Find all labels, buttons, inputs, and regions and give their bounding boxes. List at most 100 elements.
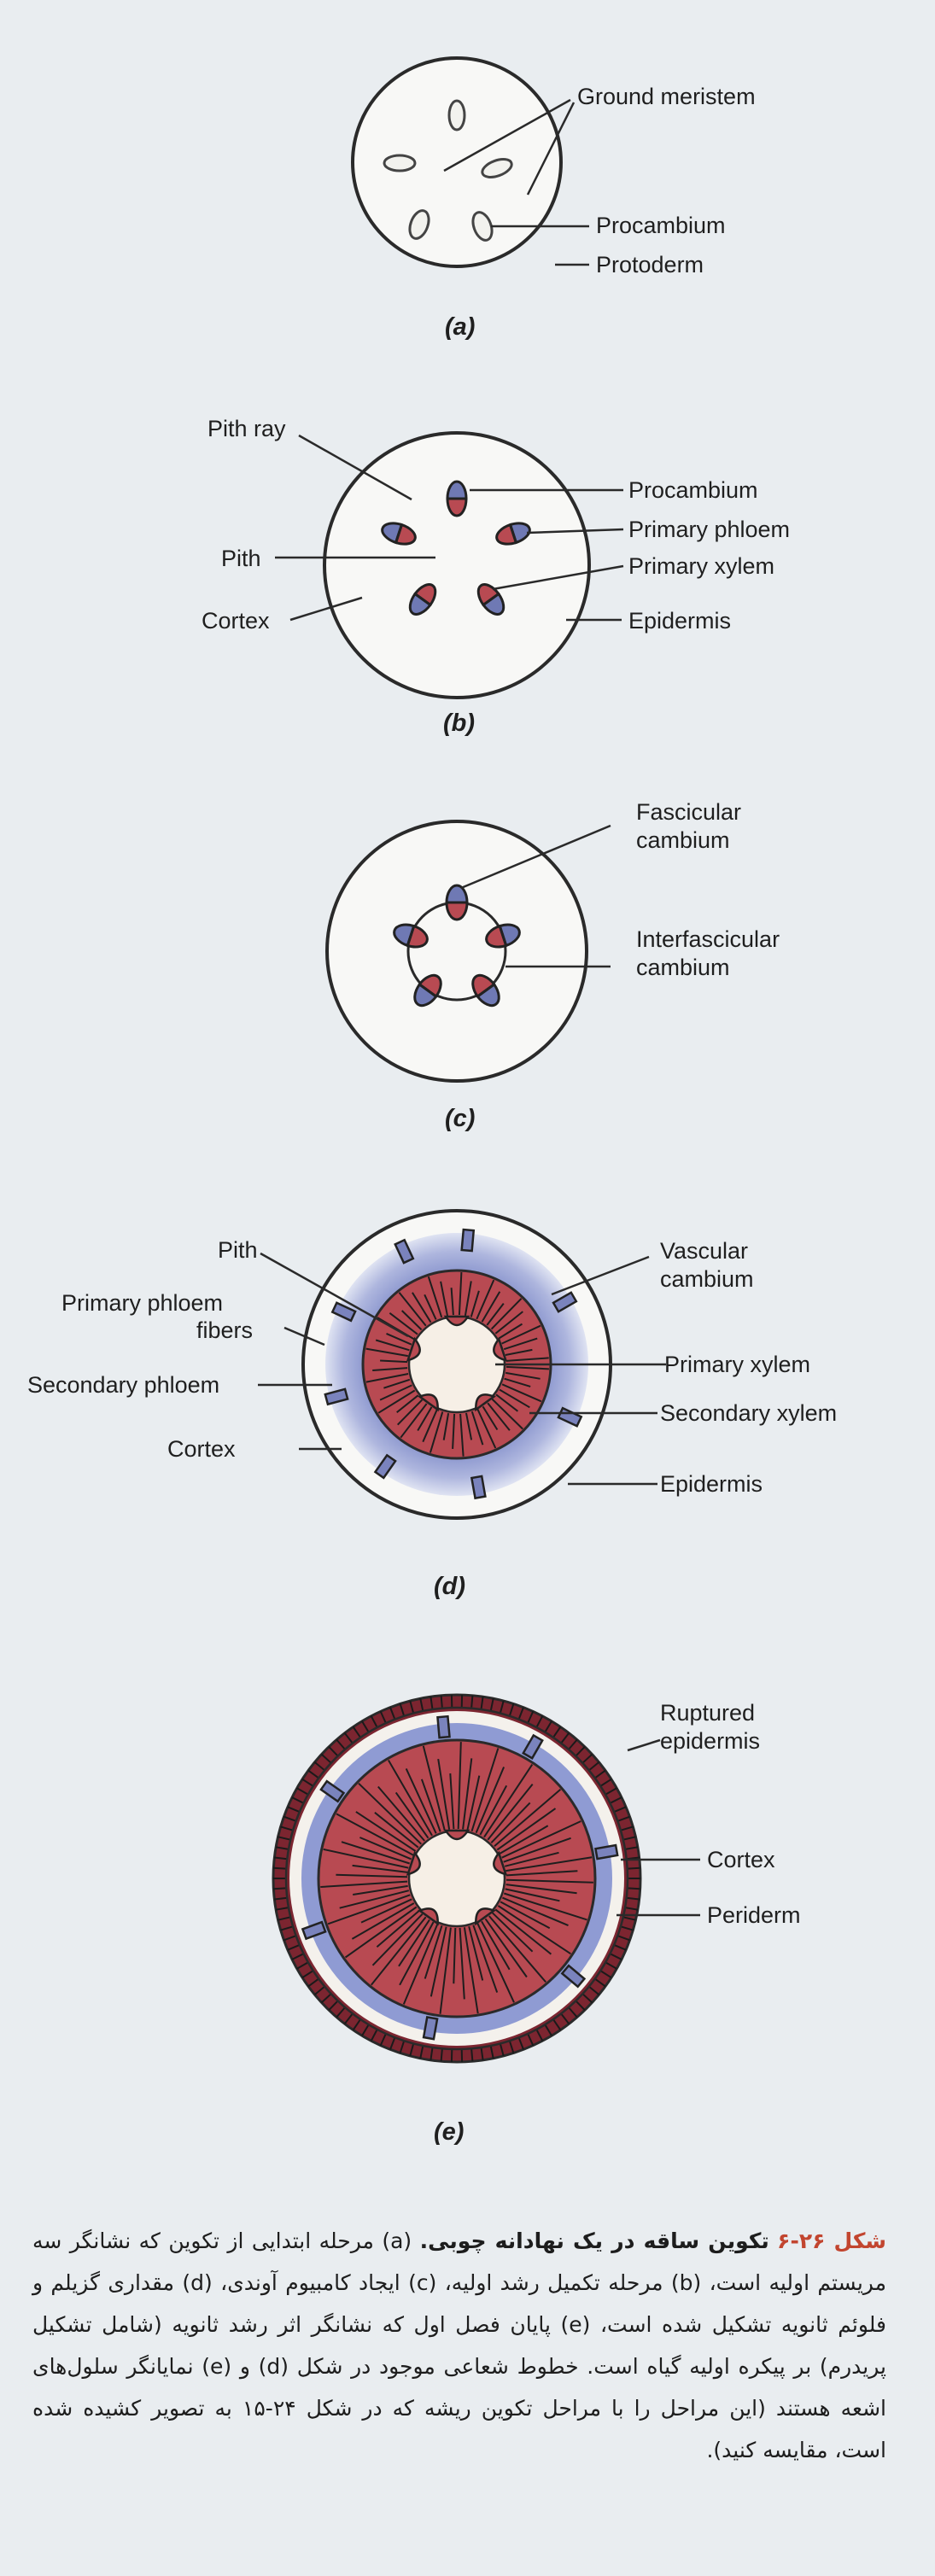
ray-line [498,1323,523,1340]
ray-line [386,1332,412,1346]
epidermis-tick [409,2043,415,2057]
epidermis-tick [517,2037,524,2050]
epidermis-tick [622,1836,636,1841]
ray-line [470,1748,500,1832]
ray-line [501,1383,542,1403]
ray-lines [365,1272,549,1457]
primary-phloem-fibers [301,1714,619,2041]
ray-line [405,1767,437,1834]
label-primary-phloem-fibers: Primary phloem [61,1290,223,1316]
ray-line [505,1870,578,1877]
epidermis-tick [517,1707,524,1720]
primary-xylem-patch [406,1336,421,1362]
ray-line [501,1324,541,1345]
ray-line [396,1399,424,1426]
ray-line [479,1785,508,1836]
ray-line [459,1413,465,1457]
epidermis-tick [320,1753,332,1764]
label-secondary-phloem: Secondary phloem [27,1372,219,1398]
ray-line [504,1377,531,1387]
phloem-fiber-cap [394,1238,415,1265]
ray-line [481,1291,501,1323]
stem-outline [351,56,563,268]
periderm [284,1706,629,2051]
epidermis-tick [370,2029,378,2042]
panel-a: Ground meristem Procambium Protoderm (a) [351,56,756,341]
primary-xylem-patch [475,1393,496,1412]
ray-line [503,1837,571,1863]
ray-line [491,1398,523,1430]
ray-line [501,1820,581,1859]
ray-line [505,1357,549,1362]
vascular-bundle [495,522,531,546]
vascular-bundle [445,884,469,921]
vascular-bundle [471,973,500,1008]
label-interfascicular-cambium: cambium [636,955,730,980]
epidermis-tick [499,1700,505,1714]
epidermis-tick [594,1769,606,1779]
ray-line [327,1894,411,1925]
phloem-fiber-cap [436,1714,451,1739]
ray-line [495,1393,519,1412]
ray-line [505,1884,577,1895]
epidermis-tick [620,1925,634,1931]
epidermis-tick [610,1796,622,1804]
ray-line [420,1779,441,1832]
epidermis-tick [588,1761,600,1772]
phloem-fiber-cap [552,1291,578,1313]
epidermis-tick [552,1726,562,1738]
procambium-strands [383,99,513,242]
ray-line [505,1371,541,1380]
ray-line [355,1811,417,1852]
epidermis-tick [588,1985,600,1995]
ray-line [484,1918,528,1978]
epidermis-tick [320,1993,332,2004]
panel-caption-a: (a) [445,313,475,341]
vascular-bundle [408,583,437,616]
label-fascicular: Fascicular [636,799,741,825]
label-fascicular-cambium: cambium [636,827,730,853]
ray-line [339,1890,410,1909]
ray-line [458,1272,463,1316]
panel-caption-c: (c) [445,1105,475,1132]
epidermis-tick [568,1738,578,1750]
phloem-fiber-cap [460,1228,476,1253]
epidermis-tick [627,1887,640,1890]
epidermis-tick [307,1769,319,1779]
epidermis-tick [399,1703,406,1717]
epidermis-tick [419,1698,424,1712]
vascular-bundle [393,923,429,949]
label-ruptured-epidermis: Ruptured [660,1700,755,1726]
epidermis-tick [599,1778,612,1787]
ray-line [400,1403,428,1439]
epidermis-tick [575,2000,586,2011]
ray-line [424,1294,437,1320]
ray-line [336,1813,414,1856]
ray-line [487,1402,511,1431]
epidermis-tick [273,1866,287,1870]
epidermis-tick [283,1815,296,1822]
ray-line [376,1910,420,1948]
label-primary-phloem-fibers-2: fibers [196,1317,253,1343]
figure-number: شکل ۲۶-۶ [777,2228,886,2253]
label-pith: Pith [221,546,261,571]
vascular-bundles [393,884,521,1008]
ray-line [320,1880,408,1888]
epidermis-tick [273,1887,287,1890]
ray-line [505,1365,549,1370]
primary-xylem-patch [475,1907,496,1926]
ray-line [412,1292,432,1323]
ray-line [424,1925,443,1979]
epidermis-tick [560,2012,570,2024]
epidermis-tick [280,1925,294,1931]
ray-line [488,1915,546,1983]
epidermis-tick [508,2040,515,2053]
ray-line [466,1775,481,1831]
panel-d: Pith Primary phloem fibers Secondary phl… [27,1209,837,1600]
ray-line [496,1808,557,1851]
ray-line [437,1758,451,1830]
epidermis-tick [379,1710,387,1724]
epidermis-tick [544,1720,552,1733]
panel-e: Ruptured epidermis Cortex Periderm (e) [272,1693,801,2146]
ray-line [341,1841,411,1865]
